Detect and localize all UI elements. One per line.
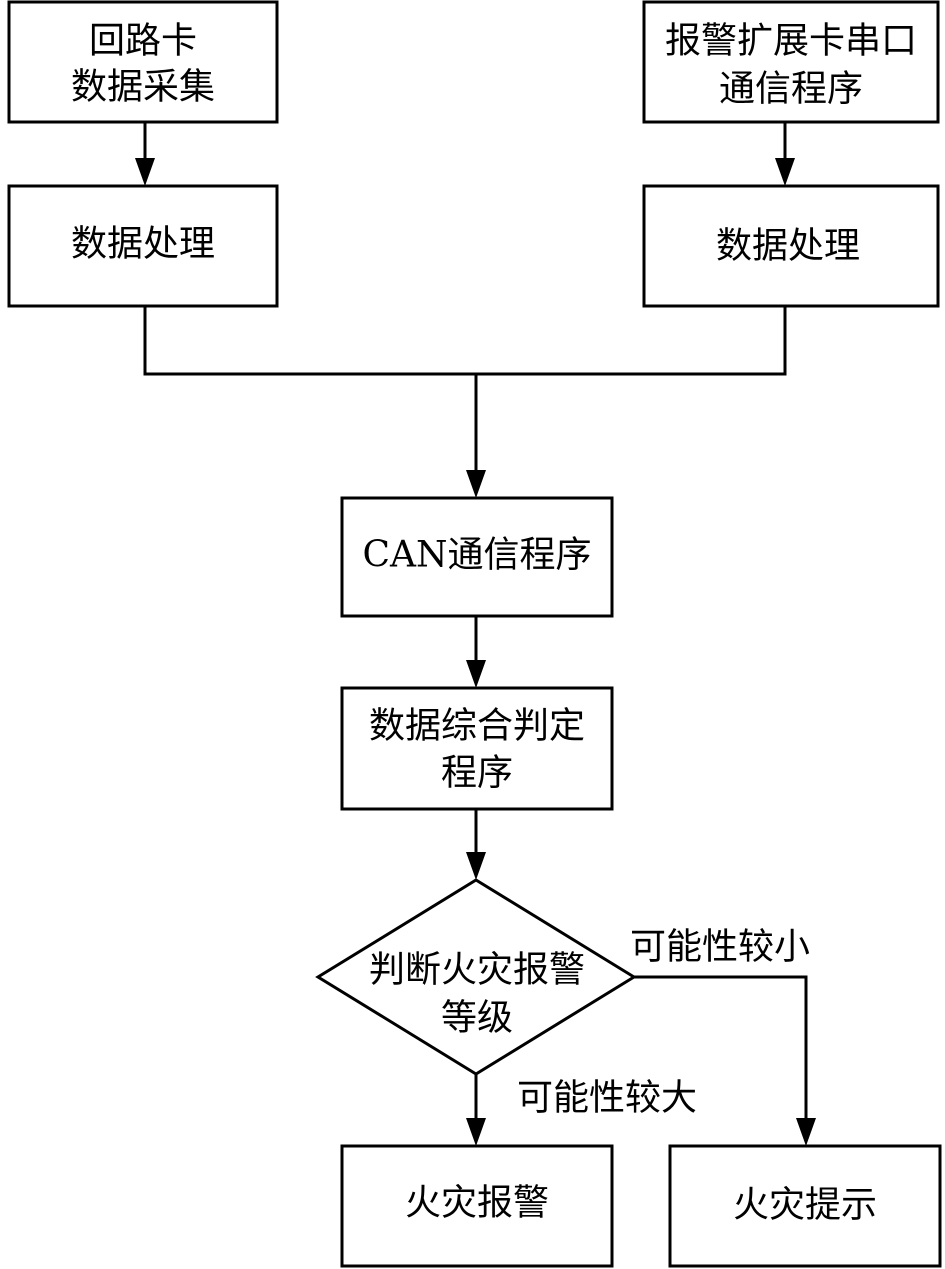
- node-fire-hint: [668, 1144, 942, 1268]
- arrow-head-decision-to-fire-alarm: [466, 1118, 486, 1146]
- node-alarm-card-line1: 报警扩展卡串口: [665, 21, 917, 62]
- node-loop-card-line1: 回路卡: [89, 21, 197, 62]
- arrow-head-decision-to-fire-hint: [796, 1118, 816, 1146]
- arrow-head-judge-to-decision: [466, 852, 486, 880]
- arrow-head-loop-to-process: [135, 158, 155, 186]
- edge-merge-processes: [143, 306, 787, 376]
- arrow-head-merge-to-can: [466, 470, 486, 498]
- node-decision-line1: 判断火灾报警: [369, 950, 585, 991]
- node-can-communication-label: CAN通信程序: [362, 535, 591, 576]
- node-decision-fire-level: [315, 878, 637, 1076]
- node-fire-alarm: [340, 1144, 614, 1268]
- node-data-processing-left: [7, 184, 279, 308]
- node-alarm-card-serial-comm: [642, 0, 940, 124]
- edge-label-high-probability: 可能性较大: [517, 1078, 697, 1119]
- arrow-head-alarm-to-process: [775, 158, 795, 186]
- node-alarm-card-line2: 通信程序: [719, 69, 863, 110]
- arrow-head-can-to-judge: [466, 660, 486, 688]
- node-data-processing-right: [642, 184, 940, 308]
- node-data-judgement-line2: 程序: [441, 753, 513, 794]
- edge-label-low-probability: 可能性较小: [630, 927, 810, 968]
- node-fire-alarm-label: 火灾报警: [405, 1183, 549, 1224]
- node-loop-card-data-collection: [7, 0, 279, 124]
- node-can-communication: [340, 496, 614, 618]
- node-data-processing-left-label: 数据处理: [71, 224, 215, 265]
- node-data-judgement: [340, 686, 614, 811]
- node-fire-hint-label: 火灾提示: [733, 1185, 877, 1226]
- node-loop-card-line2: 数据采集: [71, 67, 215, 108]
- node-decision-line2: 等级: [441, 998, 513, 1039]
- node-data-judgement-line1: 数据综合判定: [369, 706, 585, 747]
- node-data-processing-right-label: 数据处理: [716, 226, 860, 267]
- edge-decision-to-fire-hint: [634, 975, 808, 1126]
